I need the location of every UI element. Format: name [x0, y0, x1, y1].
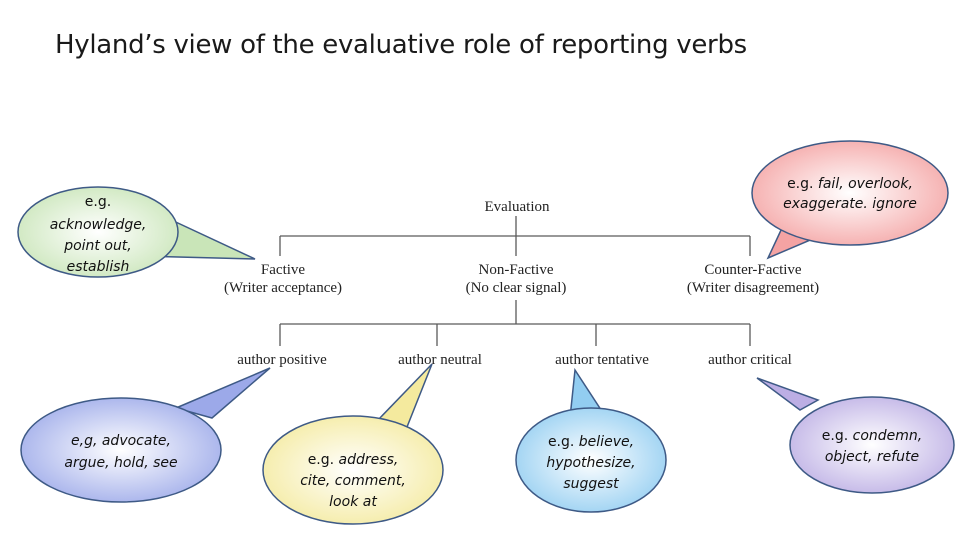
leaf-author-tentative: author tentative — [555, 352, 649, 368]
bubble-positive-line-1: e,g, advocate, — [71, 433, 171, 449]
node-nonfactive-note: (No clear signal) — [466, 280, 567, 296]
bubble-factive-line-3: establish — [67, 259, 130, 275]
bubble-tentative-line-2: hypothesize, — [546, 455, 635, 471]
bubble-neutral-eg: e.g. — [308, 452, 334, 468]
bubble-tentative-eg: e.g. — [548, 434, 574, 450]
bubble-neutral-line-1: address, — [339, 452, 399, 468]
bubble-tentative: e.g. believe, hypothesize, suggest — [515, 367, 667, 513]
bubble-counterfactive-line-2: exaggerate. ignore — [783, 196, 917, 212]
bubble-neutral-text-1: e.g. address, — [308, 452, 399, 468]
bubble-factive-line-2: point out, — [63, 238, 132, 254]
node-counterfactive-note: (Writer disagreement) — [687, 280, 819, 296]
bubble-counterfactive-line-1: fail, overlook, — [818, 176, 913, 192]
bubble-factive: e.g. acknowledge, point out, establish — [17, 186, 256, 278]
bubble-tentative-text-1: e.g. believe, — [548, 434, 634, 450]
bubble-tentative-line-1: believe, — [579, 434, 634, 450]
bubble-critical-line-1: condemn, — [853, 428, 923, 444]
bubble-positive: e,g, advocate, argue, hold, see — [20, 367, 271, 503]
bubble-tentative-line-3: suggest — [563, 476, 619, 492]
leaf-author-critical: author critical — [708, 352, 792, 368]
slide-title: Hyland’s view of the evaluative role of … — [55, 30, 747, 60]
bubble-neutral-line-2: cite, comment, — [300, 473, 406, 489]
bubble-critical-line-2: object, refute — [825, 449, 919, 465]
bubble-counterfactive-eg: e.g. — [787, 176, 813, 192]
bubble-counterfactive-text-1: e.g. fail, overlook, — [787, 176, 913, 192]
bubble-factive-line-1: acknowledge, — [50, 217, 147, 233]
bubble-factive-eg: e.g. — [85, 194, 111, 210]
bubble-neutral-line-3: look at — [329, 494, 377, 510]
leaf-author-positive: author positive — [237, 352, 327, 368]
node-nonfactive: Non-Factive — [479, 262, 554, 278]
bubble-counterfactive: e.g. fail, overlook, exaggerate. ignore — [751, 140, 949, 260]
node-factive: Factive — [261, 262, 305, 278]
node-counterfactive: Counter-Factive — [704, 262, 802, 278]
bubble-critical: e.g. condemn, object, refute — [756, 377, 955, 494]
bubble-critical-eg: e.g. — [822, 428, 848, 444]
leaf-author-neutral: author neutral — [398, 352, 482, 368]
node-evaluation: Evaluation — [485, 199, 550, 215]
bubble-critical-text-1: e.g. condemn, — [822, 428, 922, 444]
tree-lines — [279, 216, 751, 346]
bubble-positive-line-2: argue, hold, see — [64, 455, 177, 471]
bubble-neutral: e.g. address, cite, comment, look at — [262, 363, 444, 525]
node-factive-note: (Writer acceptance) — [224, 280, 342, 296]
